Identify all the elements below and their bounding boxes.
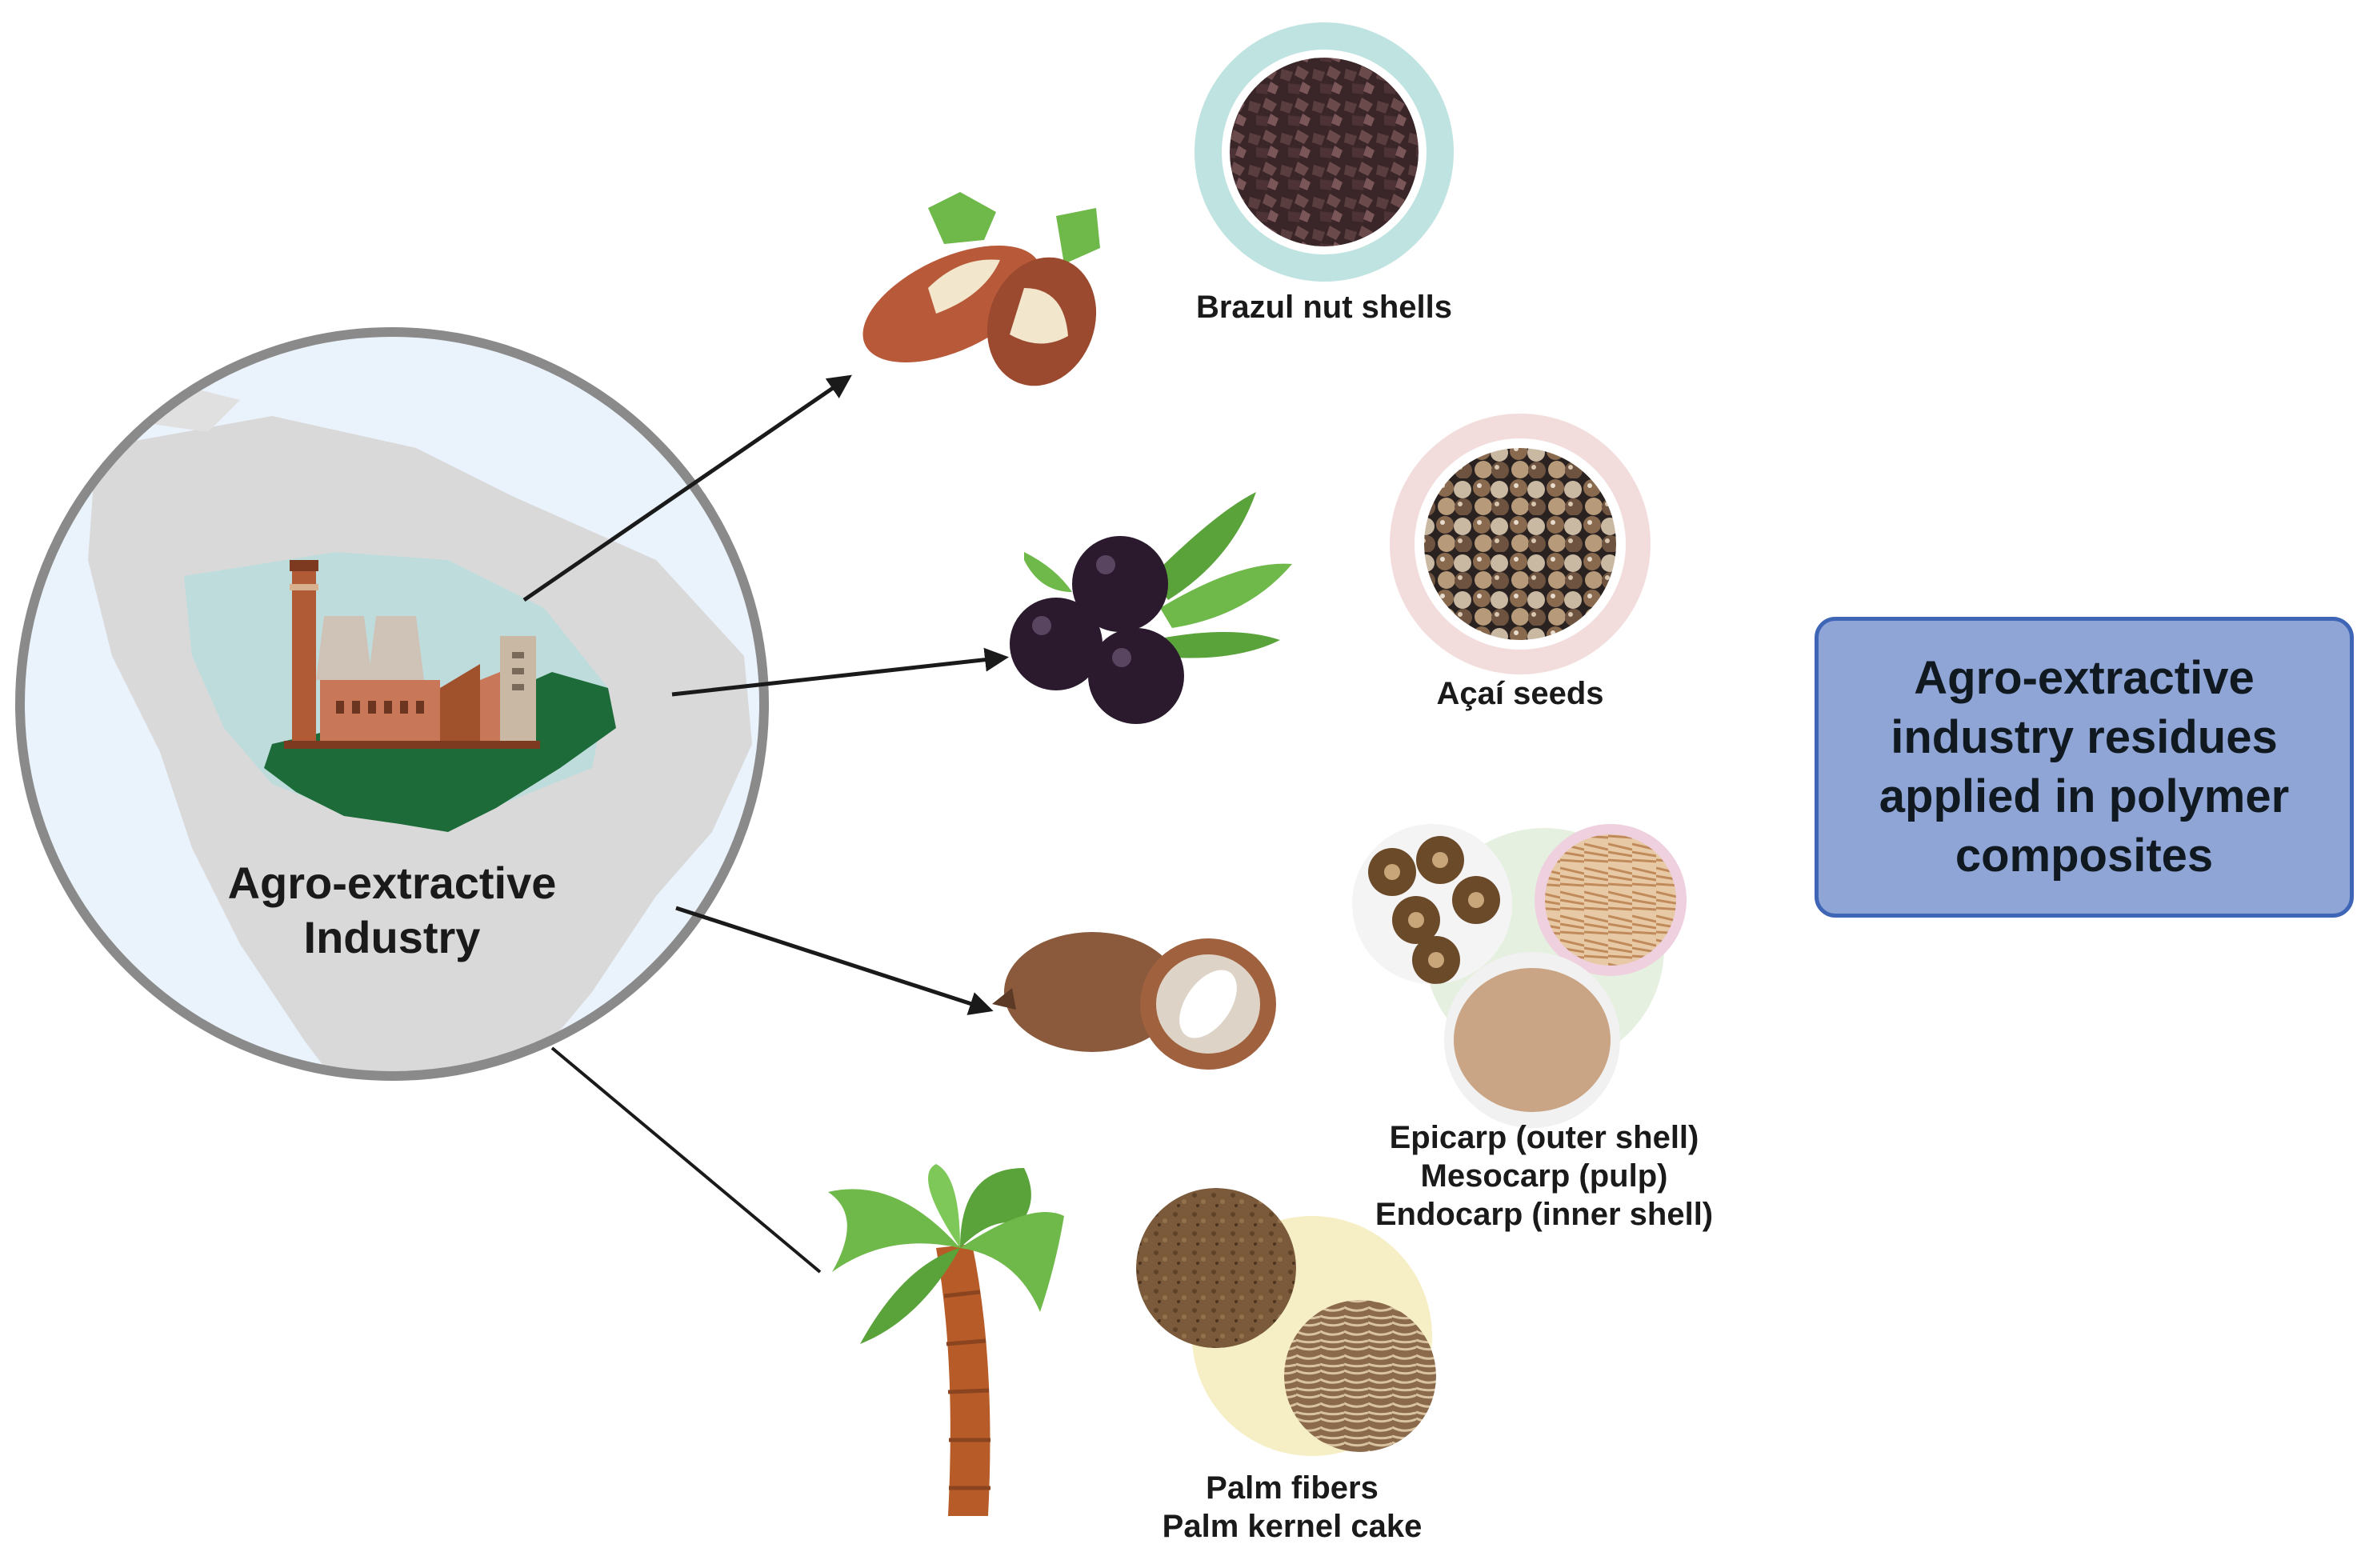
- cupuacu-label: Epicarp (outer shell) Mesocarp (pulp) En…: [1375, 1120, 1714, 1232]
- hub-label: Agro-extractive Industry: [184, 856, 600, 965]
- hub-label-line2: Industry: [303, 912, 481, 962]
- brazil-nut-icon: [862, 192, 1100, 386]
- factory-icon: [284, 560, 540, 749]
- summary-text: Agro-extractive industry residues applie…: [1879, 652, 2290, 882]
- brazil-nut-label: Brazul nut shells: [1195, 290, 1453, 325]
- palm-residues-photos: [1136, 1188, 1436, 1456]
- acai-label: Açaí seeds: [1436, 676, 1604, 711]
- brazil-nut-shells-photo: [1195, 22, 1454, 282]
- acai-berry-icon: [1010, 492, 1292, 724]
- connector-to-palm: [550, 1046, 822, 1274]
- arrow-to-brazil-nut: [522, 374, 852, 602]
- palm-tree-icon: [828, 1164, 1064, 1516]
- cupuacu-fruit-icon: [992, 932, 1276, 1070]
- hub-label-line1: Agro-extractive: [227, 858, 557, 908]
- arrow-to-cupuacu: [675, 906, 994, 1015]
- cupuacu-residues-photos: [1352, 824, 1687, 1128]
- hub-map: [15, 327, 769, 1081]
- acai-seeds-photo: [1390, 414, 1651, 674]
- summary-box: Agro-extractive industry residues applie…: [1815, 617, 2354, 918]
- palm-label: Palm fibers Palm kernel cake: [1162, 1470, 1423, 1544]
- arrows: [522, 374, 1009, 1274]
- arrow-to-acai: [671, 647, 1009, 697]
